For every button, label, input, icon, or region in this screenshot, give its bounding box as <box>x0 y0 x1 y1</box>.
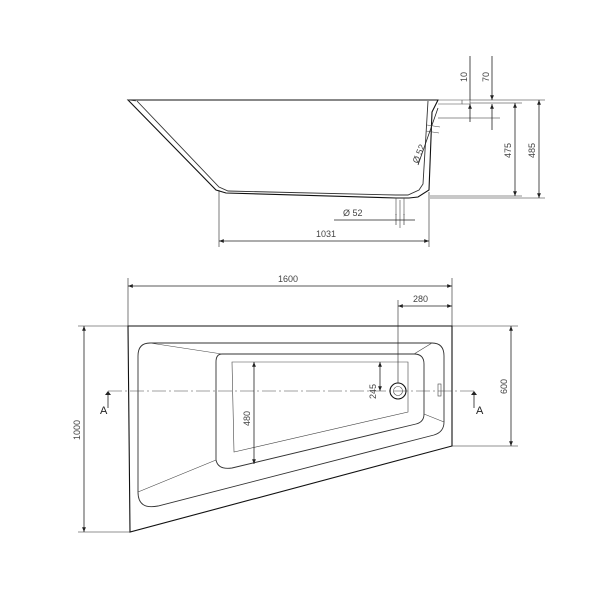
dim-label-drain-offset: 280 <box>413 294 428 304</box>
dim-label-height: 485 <box>527 143 537 158</box>
dim-label-rim-width: 70 <box>481 72 491 82</box>
rim-ledge <box>462 99 471 105</box>
tub-plan-bottom <box>215 353 425 469</box>
dim-label-length: 1600 <box>278 274 298 284</box>
overflow-slot <box>437 383 442 397</box>
dim-label-width: 1000 <box>72 420 82 440</box>
dim-label-depth: 475 <box>503 143 513 158</box>
rim-edge <box>127 99 463 105</box>
side-view: 1031 Ø 52 Ø 52 475 485 10 70 <box>126 56 545 247</box>
dim-label-total-width: 1031 <box>316 229 336 239</box>
dim-label-drain-height: 245 <box>368 384 378 399</box>
tub-plan-slopes <box>137 342 445 493</box>
section-label-left: A <box>100 405 108 417</box>
tub-plan-basin <box>137 342 445 508</box>
dim-line-overflow-dia <box>417 107 439 166</box>
section-label-right: A <box>476 405 484 417</box>
overflow-marks <box>425 124 441 134</box>
tub-plan-floor <box>231 361 409 453</box>
top-view: A A 1600 280 1000 600 480 245 <box>72 274 518 533</box>
tub-section-outer <box>126 99 439 199</box>
dim-label-top-rim: 10 <box>459 72 469 82</box>
tub-section-inner <box>136 100 429 196</box>
dim-label-inner-width: 480 <box>242 411 252 426</box>
drain-pipe <box>395 198 405 215</box>
dim-label-drain-dia: Ø 52 <box>343 208 363 218</box>
dim-label-short-width: 600 <box>499 379 509 394</box>
